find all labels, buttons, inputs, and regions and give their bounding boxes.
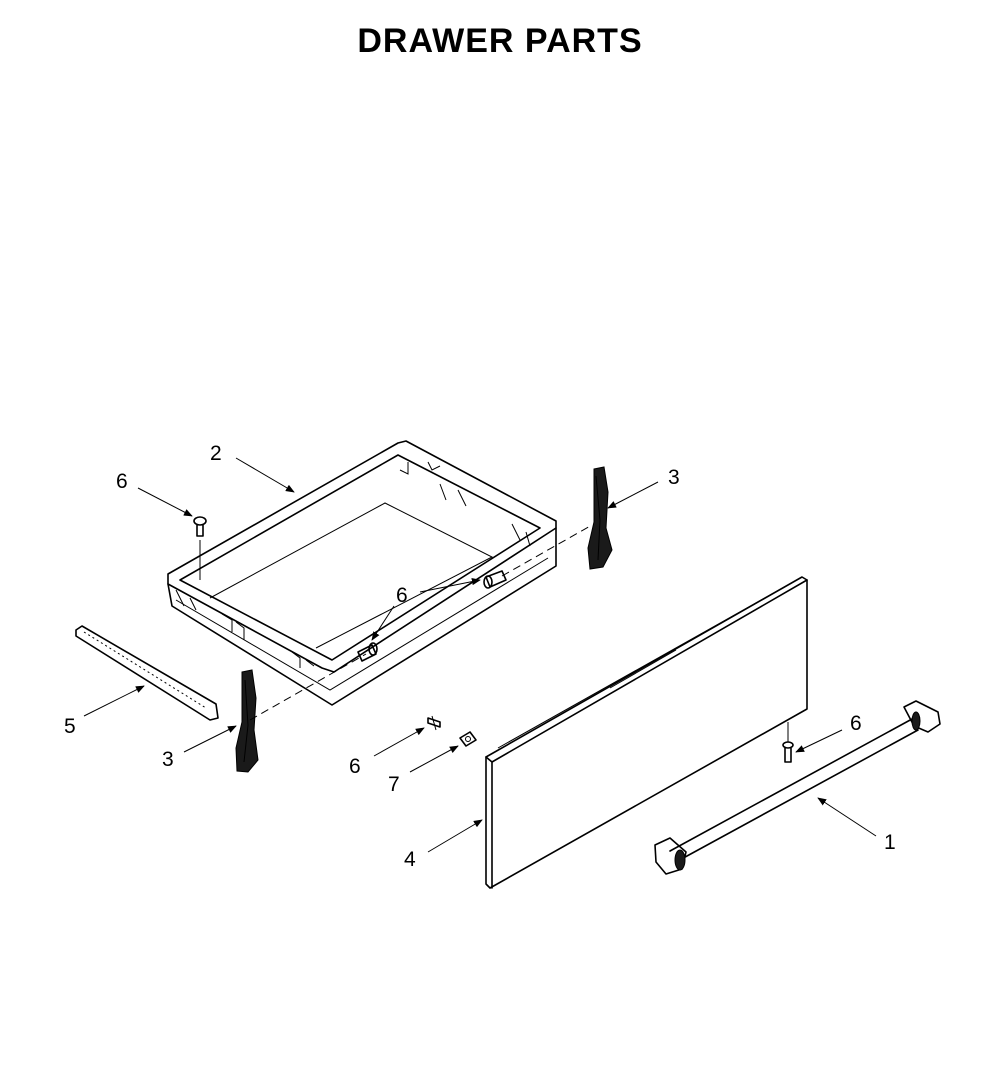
glide-bracket-right-part[interactable] <box>587 466 613 570</box>
callout-6: 6 <box>396 584 408 607</box>
assembly-line <box>501 524 593 577</box>
callout-6: 6 <box>850 712 862 735</box>
page-title: DRAWER PARTS <box>357 22 643 60</box>
clip-part[interactable] <box>459 731 477 747</box>
callout-6: 6 <box>349 755 361 778</box>
handle-part[interactable] <box>654 700 941 875</box>
callout-6: 6 <box>116 470 128 493</box>
screw-frame-left-part[interactable] <box>357 642 378 662</box>
assembly-line <box>249 653 367 721</box>
callout-4: 4 <box>404 848 416 871</box>
callout-1: 1 <box>884 831 896 854</box>
callout-3: 3 <box>668 466 680 489</box>
drawer-panel-part[interactable] <box>485 576 808 889</box>
screw-top-left-part[interactable] <box>193 516 207 580</box>
screw-frame-right-part[interactable] <box>483 570 507 589</box>
callout-2: 2 <box>210 442 222 465</box>
callout-7: 7 <box>388 773 400 796</box>
drawer-frame-part[interactable] <box>167 440 557 706</box>
glide-bracket-left-part[interactable] <box>235 669 259 773</box>
screw-panel-part[interactable] <box>427 715 441 731</box>
drawer-rail-part[interactable] <box>75 625 219 721</box>
screw-handle-part[interactable] <box>782 722 794 763</box>
callout-5: 5 <box>64 715 76 738</box>
callout-3: 3 <box>162 748 174 771</box>
callout-arrows <box>83 457 877 853</box>
